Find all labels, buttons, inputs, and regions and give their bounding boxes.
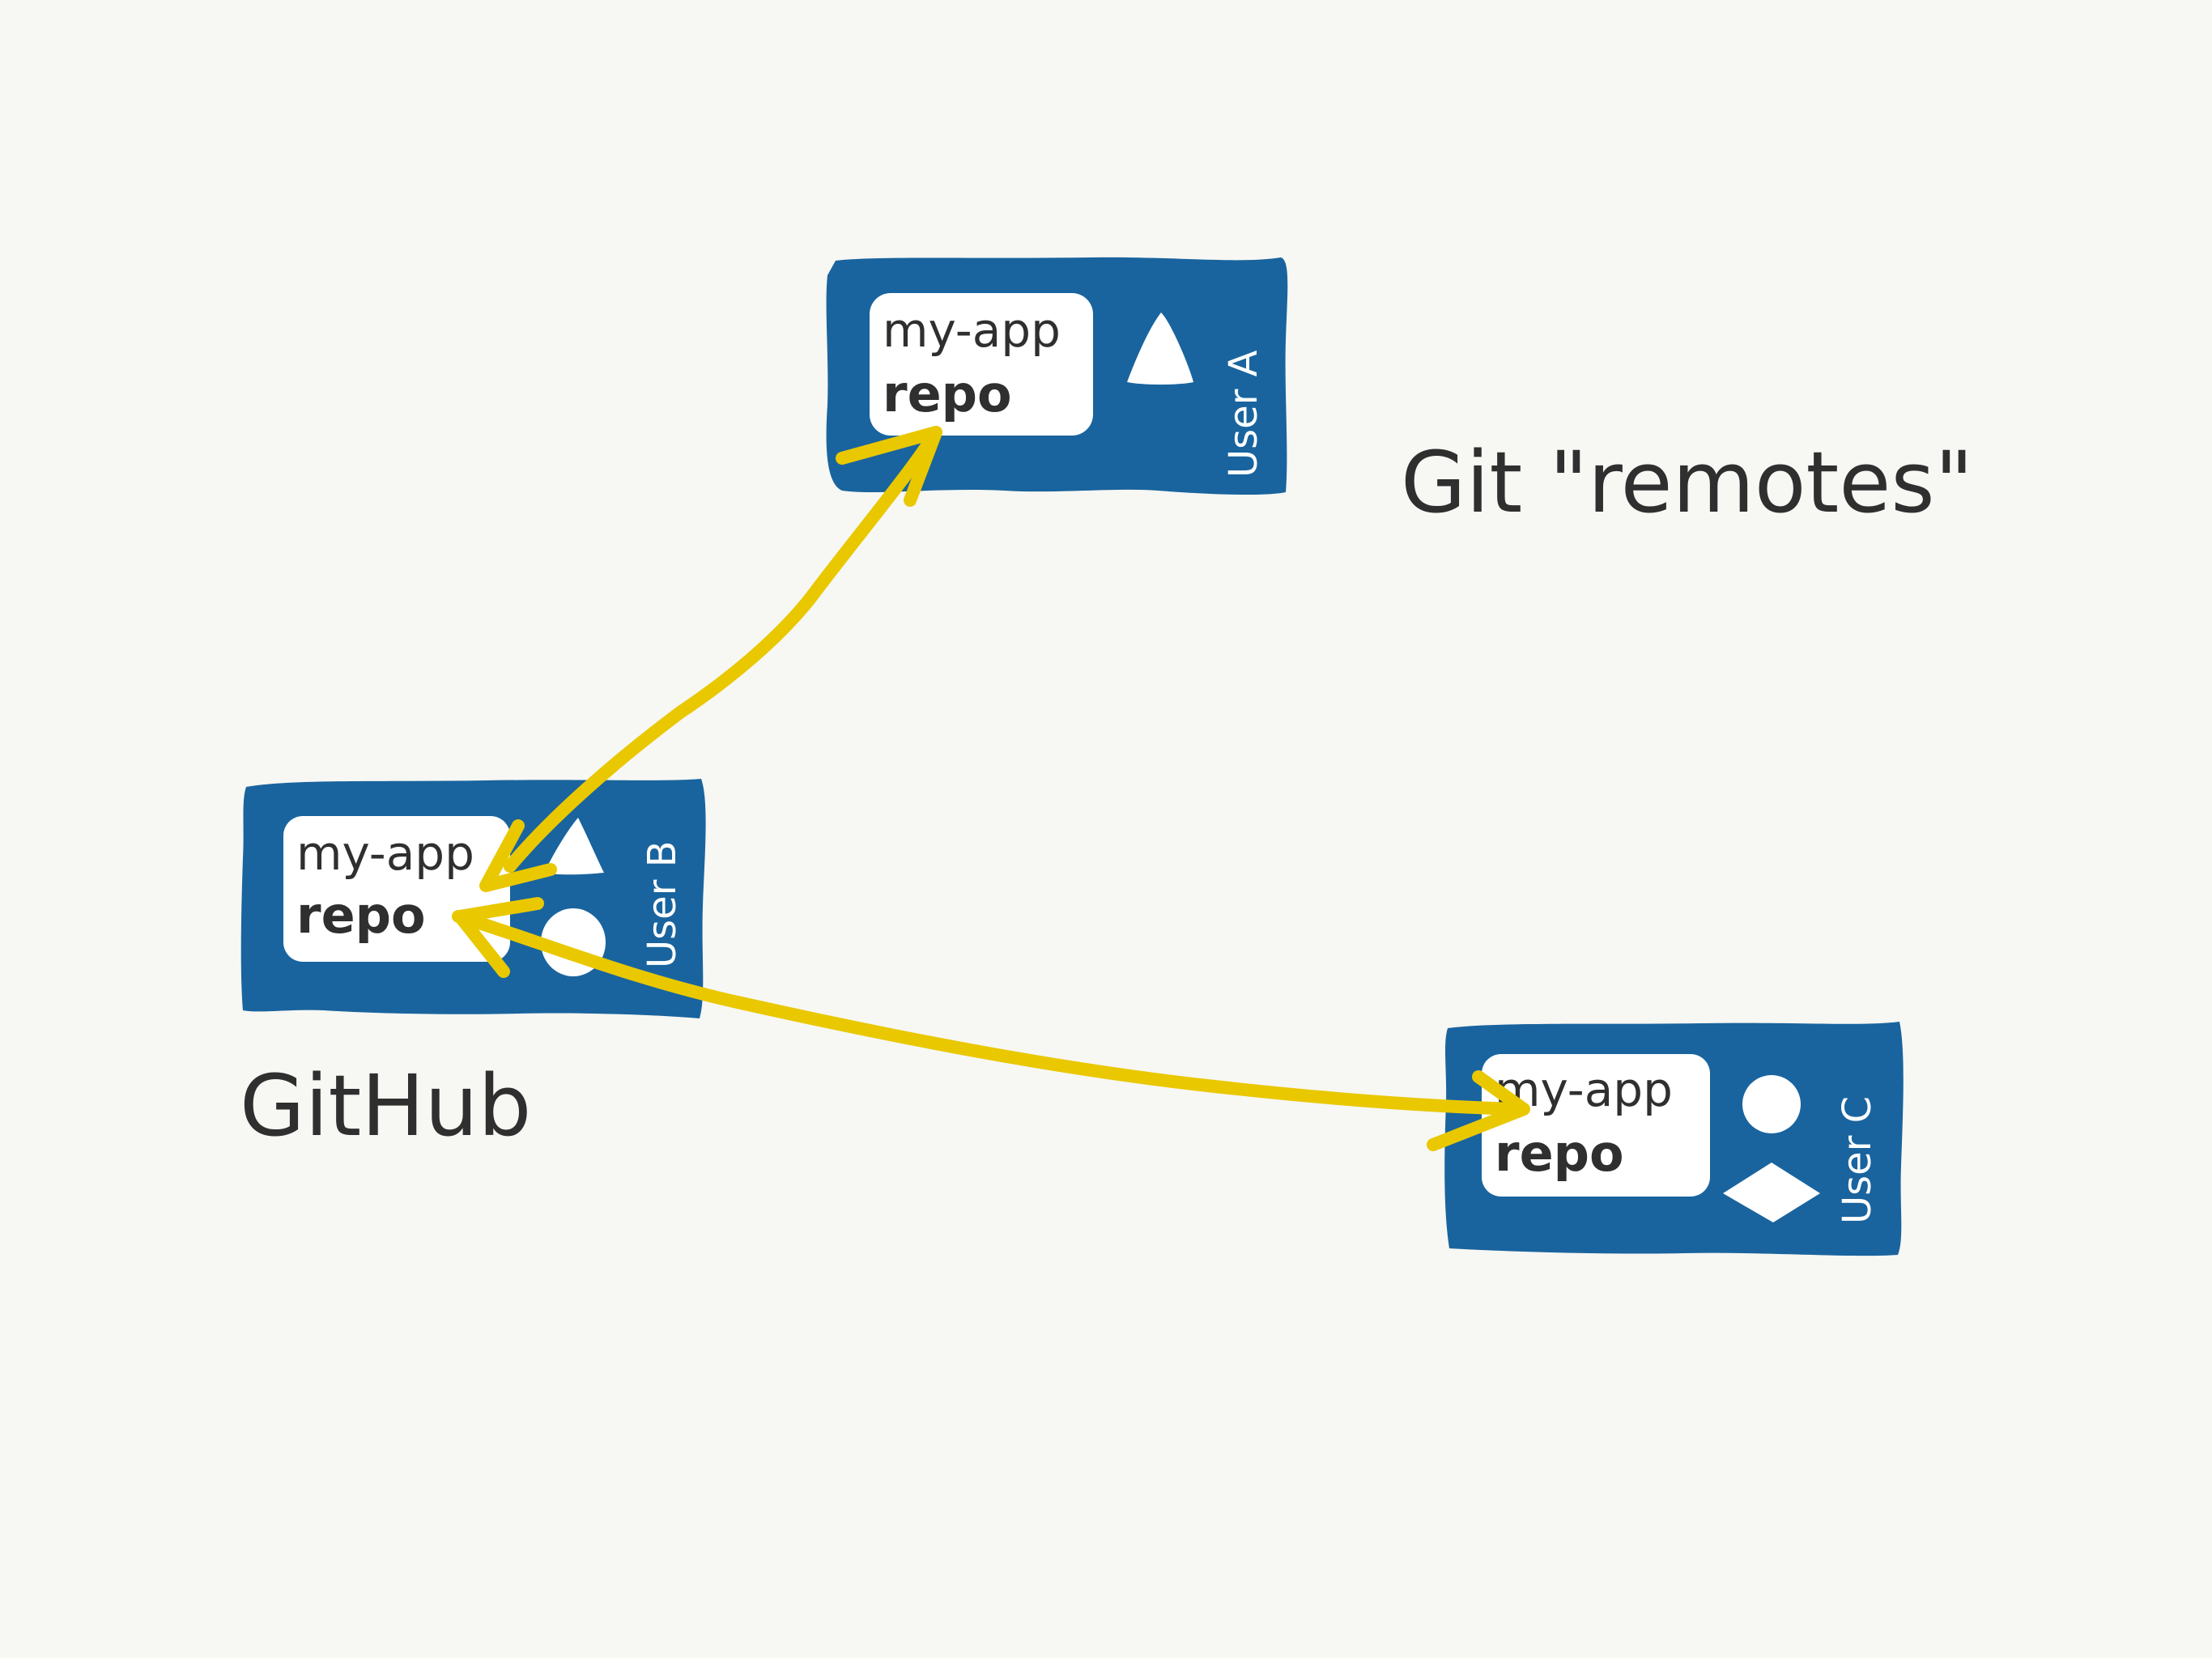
node-user-c-repo-line2: repo — [1495, 1124, 1624, 1183]
node-user-a-repo-line2: repo — [883, 364, 1012, 423]
node-user-c: my-app repo User C — [1444, 1022, 1904, 1256]
node-user-c-card — [1482, 1054, 1710, 1197]
node-user-a-repo-line1: my-app — [883, 303, 1061, 358]
triangle-icon — [1127, 312, 1193, 385]
node-user-a-user-label: User A — [1221, 350, 1266, 478]
circle-icon — [1742, 1075, 1801, 1133]
edge-b-c-line — [452, 910, 1529, 1116]
diagram-title: Git "remotes" — [1401, 433, 1973, 532]
edge-b-a-arrowhead-a — [836, 426, 942, 507]
node-user-b-repo-line2: repo — [296, 886, 426, 945]
edge-b-a-line — [504, 426, 942, 873]
node-user-b-card — [283, 816, 510, 962]
diamond-icon — [1723, 1163, 1820, 1222]
node-user-b-repo-line1: my-app — [296, 826, 474, 881]
github-label: GitHub — [240, 1056, 531, 1155]
edge-b-c-arrowhead-c — [1427, 1070, 1530, 1151]
triangle-icon — [544, 818, 604, 875]
node-user-c-user-label: User C — [1835, 1096, 1880, 1224]
node-user-b-user-label: User B — [640, 840, 685, 968]
edge-b-a-arrowhead-b — [479, 819, 557, 892]
node-user-b: my-app repo User B — [240, 779, 706, 1018]
node-user-a: my-app repo User A — [826, 257, 1288, 495]
edge-b-c — [452, 897, 1530, 1151]
edge-b-a — [479, 426, 942, 892]
node-user-a-card — [870, 293, 1093, 436]
edge-b-c-arrowhead-b — [453, 897, 544, 978]
